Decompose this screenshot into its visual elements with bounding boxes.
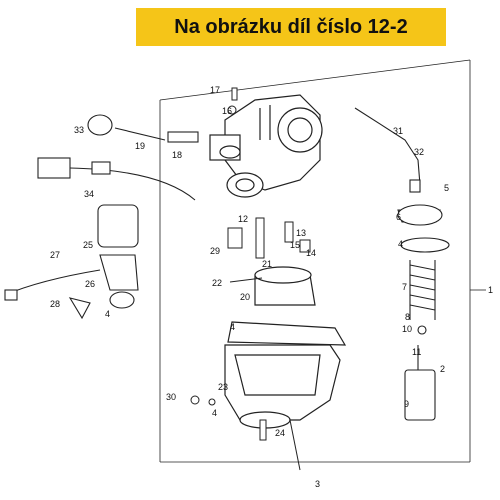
callout-label: 1 [488, 285, 493, 295]
callout-label: 14 [306, 248, 316, 258]
slide-assembly [397, 204, 450, 421]
callout-label: 6 [396, 212, 401, 222]
carburetor-body [209, 94, 323, 198]
callout-label: 24 [275, 428, 285, 438]
callout-label: 12 [238, 214, 248, 224]
callout-label: 19 [135, 141, 145, 151]
callout-label: 4 [105, 309, 110, 319]
callout-label: 17 [210, 85, 220, 95]
callout-label: 13 [296, 228, 306, 238]
callout-label: 4 [398, 239, 403, 249]
callout-label: 11 [412, 347, 421, 357]
callout-label: 4 [230, 322, 235, 332]
part-number-banner: Na obrázku díl číslo 12-2 [136, 8, 446, 46]
callout-label: 32 [414, 147, 424, 157]
callout-label: 5 [444, 183, 449, 193]
callout-label: 9 [404, 399, 409, 409]
float-bowl [224, 344, 341, 429]
callout-label: 18 [172, 150, 182, 160]
choke-assembly [4, 204, 139, 320]
callout-label: 15 [290, 240, 300, 250]
callout-label: 16 [222, 106, 232, 116]
callout-label: 3 [315, 479, 320, 489]
bowl-gasket [227, 321, 347, 346]
throttle-cable [354, 107, 421, 193]
electrical-connector [37, 157, 196, 201]
callout-label: 4 [212, 408, 217, 418]
idle-screw [87, 114, 199, 143]
assembly-bracket [159, 59, 486, 463]
callout-label: 7 [402, 282, 407, 292]
callout-labels: 1 2 3 4 4 4 4 5 6 7 8 9 10 11 12 13 14 1… [50, 85, 493, 489]
float [254, 266, 316, 306]
callout-label: 23 [218, 382, 228, 392]
callout-label: 33 [74, 125, 84, 135]
callout-label: 26 [85, 279, 95, 289]
callout-label: 28 [50, 299, 60, 309]
callout-label: 20 [240, 292, 250, 302]
callout-label: 27 [50, 250, 60, 260]
callout-label: 2 [440, 364, 445, 374]
callout-label: 10 [402, 324, 412, 334]
callout-label: 31 [393, 126, 403, 136]
callout-label: 34 [84, 189, 94, 199]
callout-label: 21 [262, 259, 272, 269]
callout-label: 30 [166, 392, 176, 402]
callout-label: 25 [83, 240, 93, 250]
small-parts [190, 87, 311, 471]
callout-label: 22 [212, 278, 222, 288]
callout-label: 8 [405, 312, 410, 322]
callout-label: 29 [210, 246, 220, 256]
